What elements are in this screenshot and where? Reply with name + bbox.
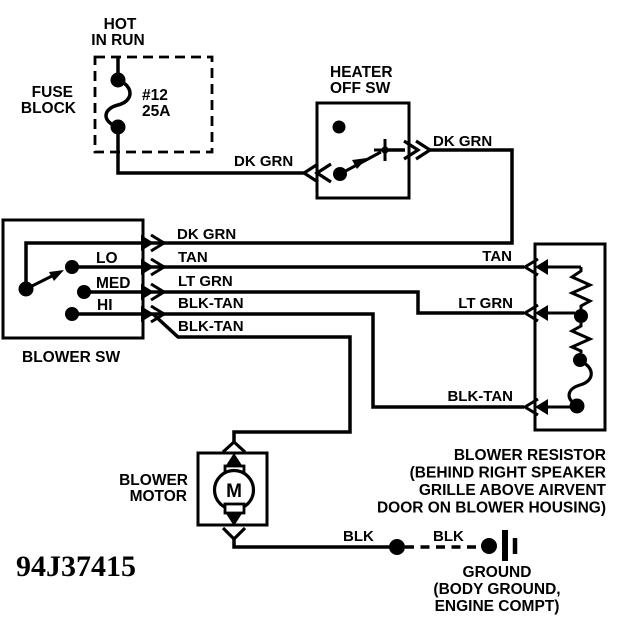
blower-motor: M BLOWER MOTOR bbox=[119, 439, 269, 542]
switch-hi-dot bbox=[65, 307, 79, 321]
connector-chevron-out bbox=[403, 139, 421, 161]
fuse-block-outline bbox=[93, 55, 214, 154]
resistor-note-line1: BLOWER RESISTOR bbox=[454, 447, 606, 464]
ground-dot bbox=[481, 538, 497, 554]
connector-arrows bbox=[522, 257, 548, 417]
wire-label-lt-grn-right: LT GRN bbox=[458, 295, 513, 312]
wire-label-lt-grn-left: LT GRN bbox=[178, 273, 233, 290]
blower-motor-label-line2: MOTOR bbox=[130, 488, 187, 505]
blower-motor-outline bbox=[196, 451, 269, 527]
ground-label-line2: (BODY GROUND, bbox=[433, 581, 560, 598]
hot-in-run-label-line2: IN RUN bbox=[91, 32, 144, 49]
wire-labels: DK GRN DK GRN DK GRN TAN LT GRN BLK-TAN … bbox=[177, 133, 513, 545]
switch-arm-arrowhead bbox=[49, 270, 64, 281]
connector-arrows bbox=[141, 233, 167, 324]
blower-sw-label: BLOWER SW bbox=[22, 349, 121, 366]
blower-motor-label-line1: BLOWER bbox=[119, 472, 188, 489]
heater-off-sw-label-line2: OFF SW bbox=[330, 80, 391, 97]
motor-terminal-bottom bbox=[223, 502, 246, 515]
blower-resistor: BLOWER RESISTOR (BEHIND RIGHT SPEAKER GR… bbox=[377, 242, 607, 517]
connector-chevron-in bbox=[314, 162, 332, 184]
heater-off-sw-label-line1: HEATER bbox=[330, 64, 393, 81]
position-label-med: MED bbox=[96, 275, 130, 292]
position-label-hi: HI bbox=[97, 297, 113, 314]
ground: GROUND (BODY GROUND, ENGINE COMPT) bbox=[389, 530, 561, 615]
fuse-terminal-dot bbox=[110, 72, 126, 88]
connector-chevron-out bbox=[415, 139, 433, 161]
switch-arm-arrowhead bbox=[352, 158, 367, 169]
resistor-note-line3: GRILLE ABOVE AIRVENT bbox=[419, 482, 607, 499]
fuse-block-label-line1: FUSE bbox=[32, 84, 73, 101]
resistor-tap-dot bbox=[574, 309, 588, 323]
blower-resistor-outline bbox=[533, 242, 607, 432]
motor-symbol: M bbox=[226, 481, 242, 502]
wire-label-tan-right: TAN bbox=[482, 248, 512, 265]
motor-out-arrow bbox=[225, 512, 243, 526]
connector-chevron-in bbox=[301, 162, 319, 184]
diagram-id: 94J37415 bbox=[16, 550, 136, 583]
wire-label-blk-left: BLK bbox=[343, 528, 374, 545]
resistor-internal-wires bbox=[548, 265, 581, 409]
resistor-tap-dot bbox=[569, 398, 585, 414]
heater-off-switch-outline bbox=[315, 101, 411, 200]
fuse-element bbox=[104, 78, 132, 129]
resistor-note-line2: (BEHIND RIGHT SPEAKER bbox=[410, 465, 606, 482]
switch-med-dot bbox=[77, 285, 91, 299]
connector-chevron-bottom bbox=[221, 526, 247, 542]
resistor-element-2 bbox=[568, 323, 594, 353]
wire-label-tan-left: TAN bbox=[178, 249, 208, 266]
switch-contact-dot bbox=[332, 120, 346, 134]
fuse-terminal-dot bbox=[110, 119, 126, 135]
position-label-lo: LO bbox=[96, 250, 118, 267]
blower-switch: LO MED HI BLOWER SW bbox=[1, 218, 167, 366]
wire-label-blk-right: BLK bbox=[433, 528, 464, 545]
blower-switch-outline bbox=[1, 218, 145, 340]
wire-lt-grn bbox=[84, 290, 524, 315]
wire-blk-tan-to-motor bbox=[151, 312, 352, 443]
wire-label-dk-grn-heater-out: DK GRN bbox=[433, 133, 492, 150]
splice-dot bbox=[389, 539, 405, 555]
ground-label-line3: ENGINE COMPT) bbox=[435, 598, 560, 615]
wire-dk-grn-heater-to-blower bbox=[24, 148, 514, 287]
resistor-note-line4: DOOR ON BLOWER HOUSING) bbox=[377, 500, 606, 517]
wire-label-blk-tan-motor: BLK-TAN bbox=[178, 318, 244, 335]
motor-feed-arrow bbox=[225, 453, 243, 467]
wire-label-blk-tan-hi: BLK-TAN bbox=[178, 295, 244, 312]
heater-off-switch: HEATER OFF SW bbox=[301, 64, 433, 200]
wire-label-dk-grn-blower: DK GRN bbox=[177, 226, 236, 243]
fuse-rating-line2: 25A bbox=[142, 103, 170, 120]
wire-fuse-to-heater bbox=[116, 125, 306, 175]
ground-label-line1: GROUND bbox=[463, 564, 532, 581]
resistor-jumper-curve bbox=[567, 359, 593, 407]
wire-label-blk-tan-right: BLK-TAN bbox=[447, 388, 513, 405]
hot-in-run-label-line1: HOT bbox=[104, 16, 137, 33]
fuse-block: HOT IN RUN FUSE BLOCK #12 25A bbox=[21, 16, 214, 154]
resistor-element-1 bbox=[568, 267, 594, 310]
wire-label-dk-grn-fuse: DK GRN bbox=[234, 153, 293, 170]
switch-lo-dot bbox=[65, 260, 79, 274]
wire-blk-tan-hi bbox=[72, 312, 524, 409]
connector-chevron-top bbox=[221, 439, 247, 454]
fuse-rating-line1: #12 bbox=[142, 87, 168, 104]
fuse-block-label-line2: BLOCK bbox=[21, 100, 77, 117]
switch-position-center bbox=[380, 145, 390, 155]
